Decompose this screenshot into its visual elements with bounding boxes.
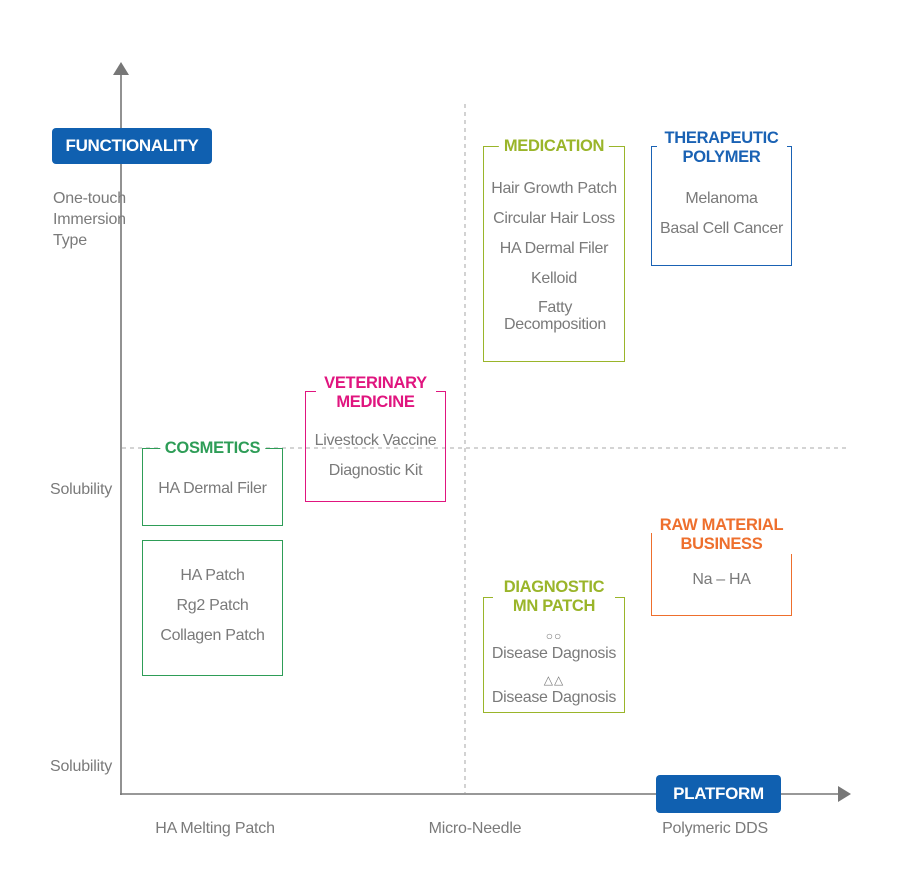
list-item: Collagen Patch (160, 627, 265, 644)
x-label-ha-melting-patch: HA Melting Patch (155, 820, 275, 837)
diagnostic-title: DIAGNOSTIC MN PATCH (493, 578, 615, 616)
platform-axis-pill: PLATFORM (656, 775, 781, 813)
veterinary-title: VETERINARY MEDICINE (315, 374, 436, 412)
diagnostic-item-text: Disease Dagnosis (491, 645, 617, 662)
list-item: HA Dermal Filer (158, 480, 267, 497)
cosmetics-title: COSMETICS (159, 439, 266, 458)
list-item: Na – HA (692, 571, 751, 588)
cosmetics-box: COSMETICS HA Dermal Filer (142, 439, 283, 526)
raw-material-title: RAW MATERIAL BUSINESS (651, 516, 792, 554)
veterinary-box: VETERINARY MEDICINE Livestock Vaccine Di… (305, 374, 446, 502)
medication-box: MEDICATION Hair Growth Patch Circular Ha… (483, 137, 625, 362)
list-item: Melanoma (685, 190, 758, 207)
list-item: Livestock Vaccine (314, 432, 437, 449)
list-item: Basal Cell Cancer (660, 220, 783, 237)
diagnostic-item-text: Disease Dagnosis (491, 689, 617, 706)
patches-box: HA Patch Rg2 Patch Collagen Patch (142, 540, 283, 676)
list-item: Hair Growth Patch (491, 180, 617, 197)
list-item: Diagnostic Kit (328, 462, 423, 479)
x-label-polymeric-dds: Polymeric DDS (662, 820, 768, 837)
diagnostic-box: DIAGNOSTIC MN PATCH ○○ Disease Dagnosis … (483, 578, 625, 713)
list-item: ○○ Disease Dagnosis (484, 628, 624, 662)
list-item: HA Patch (180, 567, 245, 584)
y-axis-arrow-icon (113, 62, 129, 75)
raw-material-box: RAW MATERIAL BUSINESS Na – HA (651, 516, 792, 616)
therapeutic-box: THERAPEUTIC POLYMER Melanoma Basal Cell … (651, 129, 792, 266)
y-label-mid: Solubility (50, 481, 113, 498)
medication-title: MEDICATION (498, 137, 610, 156)
therapeutic-title: THERAPEUTIC POLYMER (656, 129, 787, 167)
list-item: HA Dermal Filer (499, 240, 609, 257)
list-item: Circular Hair Loss (493, 210, 615, 227)
triangle-marks-icon: △△ (543, 673, 565, 687)
y-label-bottom: Solubility (50, 758, 113, 775)
list-item: Rg2 Patch (176, 597, 249, 614)
y-label-top: One-touch Immersion Type (53, 190, 126, 249)
list-item: △△ Disease Dagnosis (484, 672, 624, 706)
circle-marks-icon: ○○ (545, 629, 563, 643)
x-label-micro-needle: Micro-Needle (428, 820, 522, 837)
list-item: Kelloid (531, 270, 577, 287)
x-axis-arrow-icon (838, 786, 851, 802)
functionality-axis-pill: FUNCTIONALITY (52, 128, 212, 164)
list-item: Fatty Decomposition (504, 299, 606, 333)
